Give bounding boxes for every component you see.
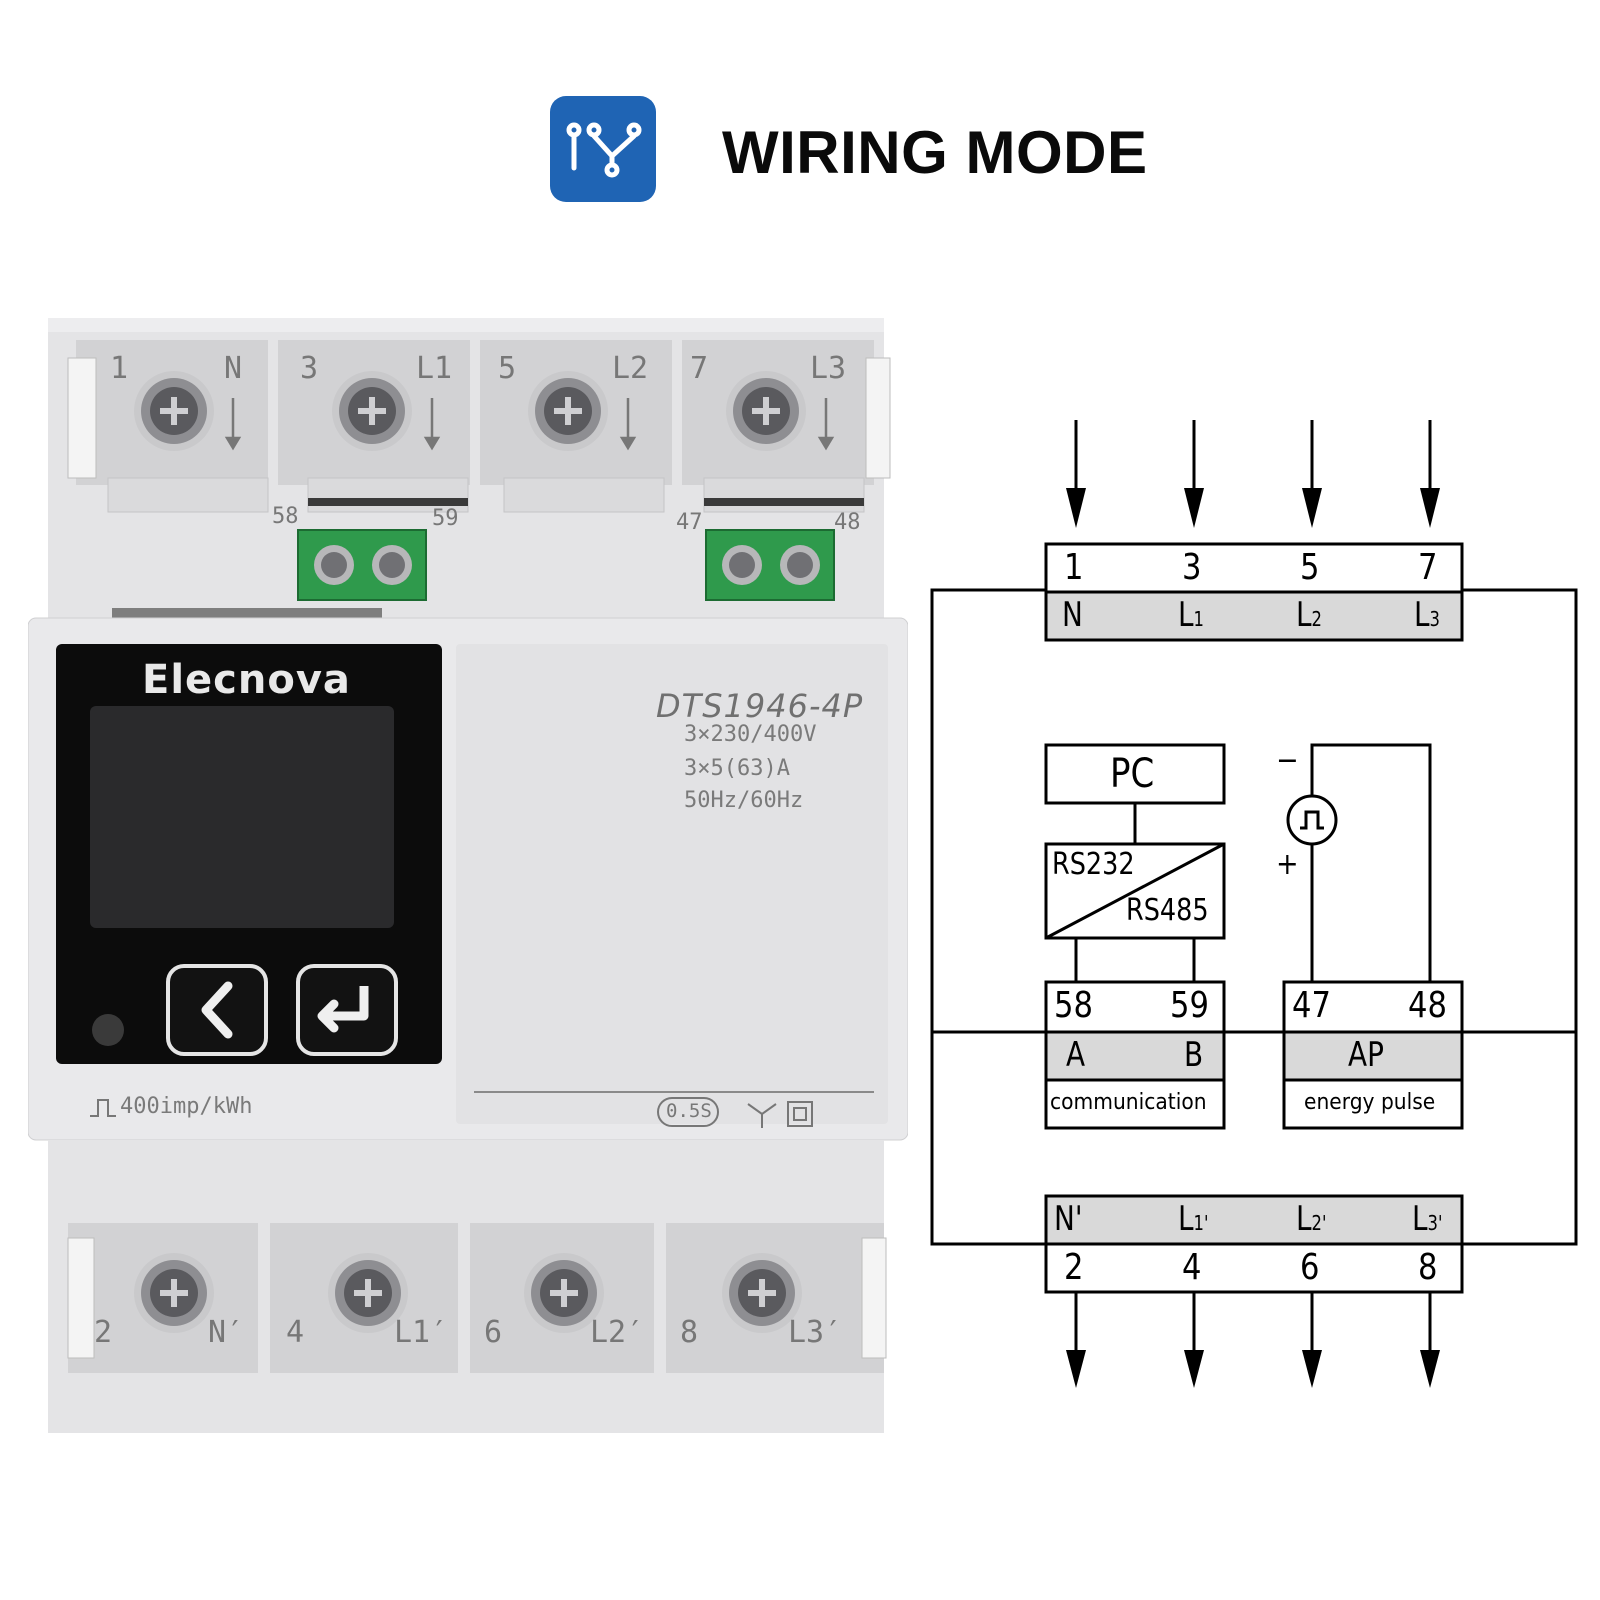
terminal-7-number: 7 xyxy=(690,351,709,386)
diagram-bottom-number-4: 4 xyxy=(1182,1247,1202,1288)
terminal-8-number: 8 xyxy=(680,1315,699,1350)
pulse-terminal-47: 47 xyxy=(1292,985,1331,1026)
diagram-top-phase-l3: L3 xyxy=(1414,595,1440,635)
pulse-constant: 400imp/kWh xyxy=(120,1094,253,1119)
accuracy-class: 0.5S xyxy=(666,1100,712,1122)
diagram-bottom-phase-l1: L1' xyxy=(1178,1199,1209,1239)
spec-current: 3×5(63)A xyxy=(684,756,790,781)
diagram-top-phase-l1: L1 xyxy=(1178,595,1204,635)
terminal-6-name: L2′ xyxy=(590,1315,645,1350)
brand-logo: Elecnova xyxy=(142,657,351,703)
aux-terminal-58: 58 xyxy=(272,504,299,529)
terminal-1-name: N xyxy=(224,351,243,386)
back-button xyxy=(166,964,268,1056)
terminal-4-number: 4 xyxy=(286,1315,305,1350)
page-title: WIRING MODE xyxy=(722,119,1148,186)
pulse-terminal-48: 48 xyxy=(1408,985,1447,1026)
diagram-bottom-number-8: 8 xyxy=(1418,1247,1438,1288)
aux-terminal-blocks xyxy=(297,529,835,601)
meter-body xyxy=(28,318,908,1433)
pulse-plus-sign: + xyxy=(1276,847,1299,882)
terminal-5-name: L2 xyxy=(612,351,649,386)
pulse-label-ap: AP xyxy=(1348,1035,1384,1075)
diagram-top-phase-l2: L2 xyxy=(1296,595,1322,635)
diagram-bottom-phase-l2: L2' xyxy=(1296,1199,1327,1239)
terminal-1-number: 1 xyxy=(110,351,129,386)
pc-box-label: PC xyxy=(1110,751,1155,797)
terminal-3-name: L1 xyxy=(416,351,453,386)
comm-label-b: B xyxy=(1184,1035,1204,1075)
pulse-caption: energy pulse xyxy=(1304,1090,1436,1115)
terminal-3-number: 3 xyxy=(300,351,319,386)
spec-voltage: 3×230/400V xyxy=(684,722,817,747)
pulse-minus-sign: − xyxy=(1276,743,1299,778)
diagram-bottom-number-6: 6 xyxy=(1300,1247,1320,1288)
wiring-icon xyxy=(550,96,656,202)
aux-terminal-48: 48 xyxy=(834,510,861,535)
terminal-5-number: 5 xyxy=(498,351,517,386)
comm-label-a: A xyxy=(1066,1035,1086,1075)
diagram-top-number-3: 3 xyxy=(1182,547,1202,588)
model-number: DTS1946-4P xyxy=(656,687,864,725)
diagram-top-number-7: 7 xyxy=(1418,547,1438,588)
diagram-bottom-phase-l3: L3' xyxy=(1412,1199,1443,1239)
terminal-4-name: L1′ xyxy=(394,1315,449,1350)
spec-frequency: 50Hz/60Hz xyxy=(684,788,804,813)
bottom-screws xyxy=(134,1253,802,1333)
wiring-diagram: 1 3 5 7 N L1 L2 L3 PC RS232 RS485 58 59 … xyxy=(900,400,1590,1420)
aux-terminal-59: 59 xyxy=(432,506,459,531)
aux-terminal-47: 47 xyxy=(676,510,703,535)
terminal-2-number: 2 xyxy=(94,1315,113,1350)
terminal-8-name: L3′ xyxy=(788,1315,843,1350)
terminal-6-number: 6 xyxy=(484,1315,503,1350)
comm-terminal-59: 59 xyxy=(1170,985,1209,1026)
diagram-top-number-5: 5 xyxy=(1300,547,1320,588)
diagram-top-number-1: 1 xyxy=(1064,547,1084,588)
top-screws xyxy=(134,371,806,451)
diagram-bottom-number-2: 2 xyxy=(1064,1247,1084,1288)
comm-terminal-58: 58 xyxy=(1054,985,1093,1026)
diagram-bottom-phase-n: N' xyxy=(1054,1199,1083,1239)
terminal-2-name: N′ xyxy=(208,1315,245,1350)
comm-caption: communication xyxy=(1050,1090,1207,1115)
converter-rs232-label: RS232 xyxy=(1052,847,1135,882)
enter-button xyxy=(296,964,398,1056)
diagram-top-phase-n: N xyxy=(1062,595,1083,635)
energy-meter-device: 1 N 3 L1 5 L2 7 L3 58 59 47 48 Elecnova … xyxy=(28,318,908,1433)
terminal-7-name: L3 xyxy=(810,351,847,386)
converter-rs485-label: RS485 xyxy=(1126,893,1209,928)
wiring-diagram-lines xyxy=(930,420,1578,1388)
